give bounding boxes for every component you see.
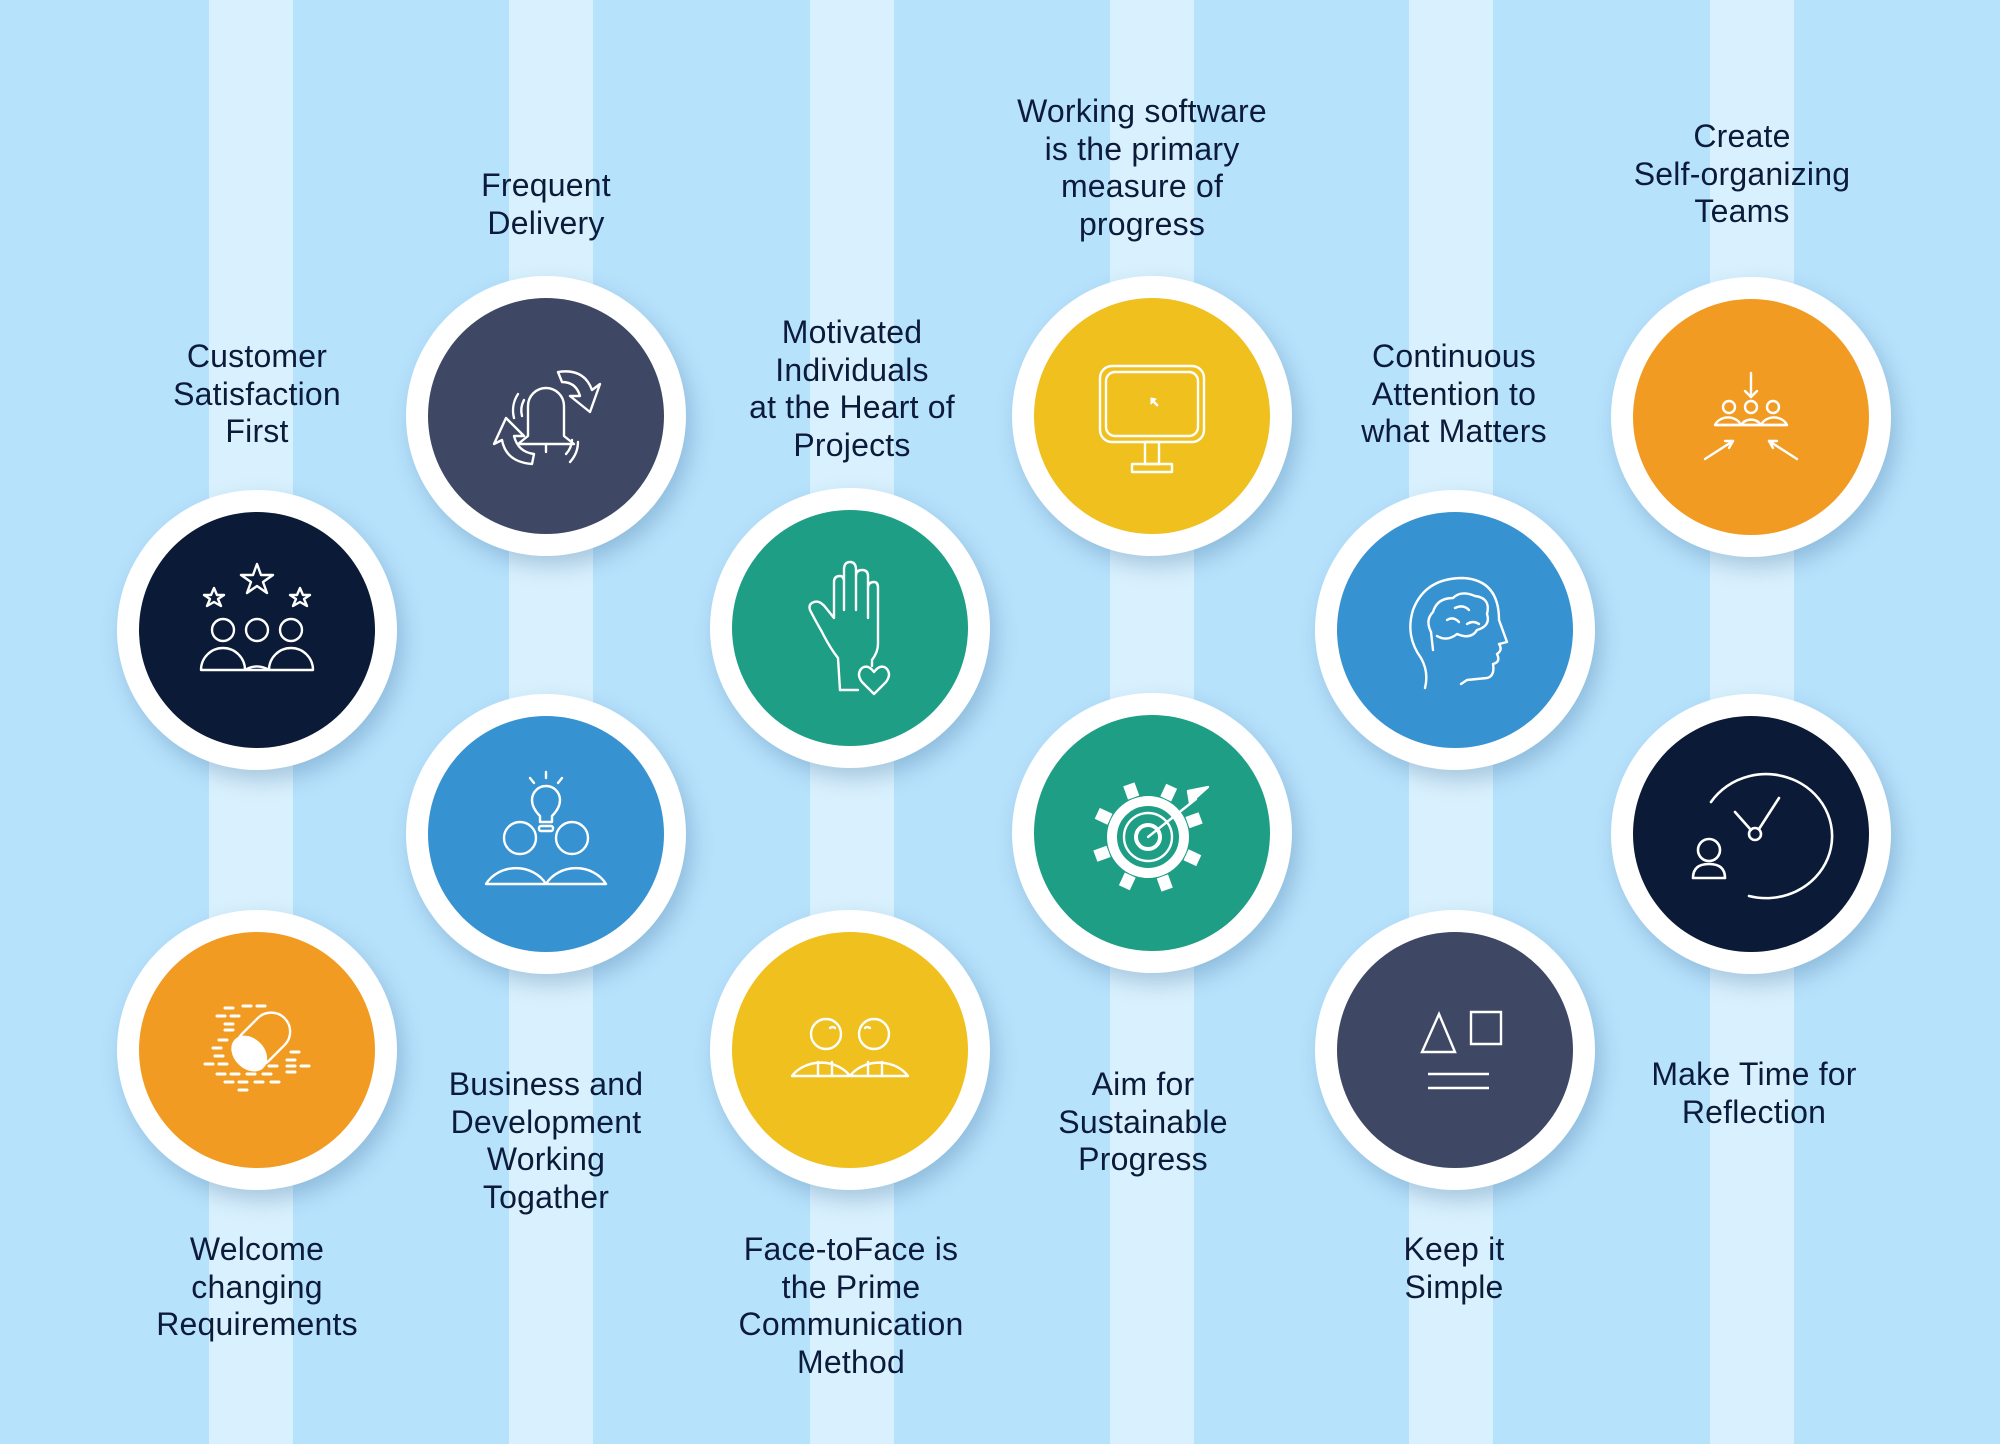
node-core <box>1633 299 1869 535</box>
label-line: Keep it <box>1403 1231 1505 1267</box>
shapes-icon <box>1375 970 1535 1130</box>
label-line: Togather <box>482 1178 610 1215</box>
label-line: Motivated <box>781 314 923 350</box>
label-line: measure of <box>1060 168 1224 204</box>
label-customer-satisfaction: Customer Satisfaction First <box>107 338 407 451</box>
node-core <box>1034 298 1270 534</box>
label-line: Continuous <box>1372 338 1536 374</box>
label-line: progress <box>1078 205 1206 242</box>
label-line: Satisfaction <box>173 375 341 412</box>
label-keep-it-simple: Keep it Simple <box>1304 1231 1604 1306</box>
label-time-for-reflection: Make Time for Reflection <box>1604 1056 1904 1131</box>
team-stars-icon <box>177 550 337 710</box>
label-line: Self-organizing <box>1633 155 1851 192</box>
node-core <box>1633 716 1869 952</box>
label-line: Progress <box>1078 1141 1208 1177</box>
label-line: Working <box>486 1141 606 1177</box>
label-line: changing <box>191 1268 323 1305</box>
label-line: First <box>225 413 289 449</box>
brain-head-icon <box>1375 550 1535 710</box>
label-line: Method <box>797 1343 905 1380</box>
label-line: what Matters <box>1361 413 1547 449</box>
node-welcome-changing <box>117 910 397 1190</box>
label-line: Create <box>1693 118 1791 154</box>
label-line: the Prime <box>781 1268 921 1305</box>
label-line: Communication <box>738 1306 964 1342</box>
label-frequent-delivery: Frequent Delivery <box>396 167 696 242</box>
node-core <box>428 716 664 952</box>
label-line: at the Heart of <box>749 389 955 425</box>
node-core <box>139 512 375 748</box>
node-self-organizing-teams <box>1611 277 1891 557</box>
team-converge-icon <box>1671 337 1831 497</box>
gear-target-icon <box>1093 782 1232 892</box>
label-line: Frequent <box>481 167 611 203</box>
label-line: Simple <box>1404 1268 1504 1305</box>
node-core <box>1034 715 1270 951</box>
label-line: Individuals <box>775 351 929 388</box>
label-line: Business and <box>448 1066 644 1102</box>
monitor-icon <box>1072 336 1232 496</box>
label-line: Welcome <box>189 1231 325 1267</box>
node-core <box>732 932 968 1168</box>
label-line: Reflection <box>1681 1093 1827 1130</box>
label-line: Aim for <box>1091 1066 1195 1102</box>
node-core <box>732 510 968 746</box>
label-line: Make Time for <box>1651 1056 1857 1092</box>
bell-cycle-icon <box>466 336 626 496</box>
label-line: Teams <box>1694 193 1790 229</box>
node-keep-it-simple <box>1315 910 1595 1190</box>
label-line: Delivery <box>487 204 605 241</box>
node-customer-satisfaction <box>117 490 397 770</box>
label-self-organizing-teams: Create Self-organizing Teams <box>1592 118 1892 231</box>
node-continuous-attention <box>1315 490 1595 770</box>
node-motivated-individuals <box>710 488 990 768</box>
node-core <box>1337 512 1573 748</box>
team-idea-icon <box>466 754 626 914</box>
label-line: Development <box>450 1103 642 1140</box>
label-line: Working software <box>1017 93 1267 129</box>
node-business-development <box>406 694 686 974</box>
node-sustainable-progress <box>1012 693 1292 973</box>
rolling-cylinder-icon <box>177 970 337 1130</box>
label-welcome-changing: Welcome changing Requirements <box>107 1231 407 1344</box>
label-face-to-face: Face-toFace is the Prime Communication M… <box>701 1231 1001 1381</box>
node-frequent-delivery <box>406 276 686 556</box>
label-business-development: Business and Development Working Togathe… <box>396 1066 696 1216</box>
node-core <box>428 298 664 534</box>
label-line: Face-toFace is <box>743 1231 959 1267</box>
two-people-icon <box>770 970 930 1130</box>
label-working-software: Working software is the primary measure … <box>992 93 1292 243</box>
node-working-software <box>1012 276 1292 556</box>
label-line: Sustainable <box>1058 1103 1228 1140</box>
label-line: Projects <box>793 426 911 463</box>
node-time-for-reflection <box>1611 694 1891 974</box>
node-core <box>1337 932 1573 1168</box>
hand-heart-icon <box>770 548 930 708</box>
label-line: Customer <box>186 338 328 374</box>
node-face-to-face <box>710 910 990 1190</box>
label-line: is the primary <box>1044 130 1240 167</box>
node-core <box>139 932 375 1168</box>
label-sustainable-progress: Aim for Sustainable Progress <box>993 1066 1293 1179</box>
clock-person-icon <box>1671 754 1831 914</box>
label-line: Attention to <box>1371 375 1537 412</box>
label-line: Requirements <box>156 1306 358 1342</box>
label-continuous-attention: Continuous Attention to what Matters <box>1304 338 1604 451</box>
label-motivated-individuals: Motivated Individuals at the Heart of Pr… <box>702 314 1002 464</box>
